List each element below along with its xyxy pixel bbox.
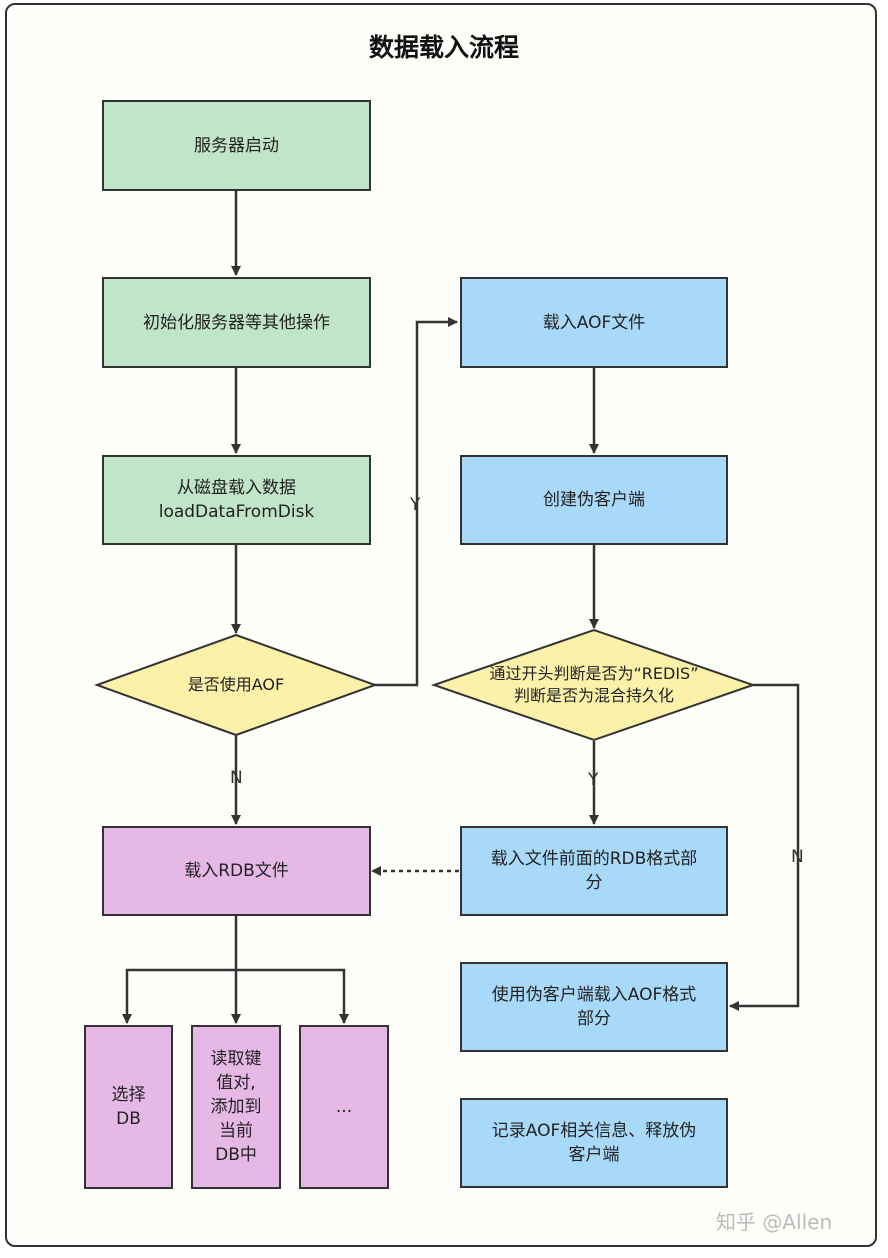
read-kv-label-5: DB中 [215, 1145, 257, 1165]
read-kv-label-4: 当前 [219, 1121, 253, 1141]
load-aof-part-label-1: 使用伪客户端载入AOF格式 [491, 985, 697, 1005]
edge-label-redis-no: N [791, 847, 804, 867]
select-db-label-2: DB [116, 1109, 141, 1129]
ellipsis-label: ... [335, 1097, 353, 1117]
load-rdb-part-label-1: 载入文件前面的RDB格式部 [490, 849, 698, 869]
create-fake-client-label: 创建伪客户端 [543, 490, 645, 510]
ellipsis-node: ... [299, 1025, 389, 1189]
load-from-disk-label-2: loadDataFromDisk [158, 502, 315, 522]
load-aof-label: 载入AOF文件 [542, 312, 646, 333]
load-aof-part-node: 使用伪客户端载入AOF格式 部分 [460, 962, 728, 1052]
record-info-node: 记录AOF相关信息、释放伪 客户端 [460, 1098, 728, 1188]
load-aof-part-label-2: 部分 [577, 1009, 611, 1029]
read-kv-label-1: 读取键 [210, 1049, 262, 1069]
load-rdb-label: 载入RDB文件 [184, 861, 289, 881]
init-server-label: 初始化服务器等其他操作 [143, 312, 330, 333]
diagram-title: 数据载入流程 [368, 33, 519, 62]
select-db-label-1: 选择 [111, 1085, 146, 1105]
read-kv-label-2: 值对, [216, 1073, 256, 1093]
edge-check-no [729, 683, 800, 1011]
watermark: 知乎 @Allen [716, 1210, 833, 1234]
edge-rdb-to-ellipsis [236, 968, 349, 1024]
record-info-label-1: 记录AOF相关信息、释放伪 [491, 1121, 697, 1141]
check-redis-label-1: 通过开头判断是否为“REDIS” [489, 664, 699, 683]
read-kv-label-3: 添加到 [210, 1097, 262, 1117]
read-kv-node: 读取键 值对, 添加到 当前 DB中 [191, 1025, 281, 1189]
create-fake-client-node: 创建伪客户端 [460, 455, 728, 545]
record-info-label-2: 客户端 [568, 1145, 620, 1165]
load-from-disk-node: 从磁盘载入数据 loadDataFromDisk [102, 455, 371, 545]
edge-rdb-to-select [122, 968, 236, 1024]
select-db-node: 选择 DB [84, 1025, 173, 1189]
server-start-node: 服务器启动 [102, 100, 371, 191]
load-aof-node: 载入AOF文件 [460, 277, 728, 368]
edge-label-redis-yes: Y [588, 770, 599, 790]
use-aof-label: 是否使用AOF [187, 675, 285, 694]
load-rdb-part-label-2: 分 [585, 873, 603, 893]
load-rdb-node: 载入RDB文件 [102, 826, 371, 916]
init-server-node: 初始化服务器等其他操作 [102, 277, 371, 368]
check-redis-label-2: 判断是否为混合持久化 [513, 686, 674, 705]
server-start-label: 服务器启动 [194, 135, 279, 156]
load-rdb-part-node: 载入文件前面的RDB格式部 分 [460, 826, 728, 916]
edge-label-use-aof-no: N [230, 768, 243, 788]
edge-use-aof-yes [375, 317, 458, 687]
load-from-disk-label-1: 从磁盘载入数据 [177, 478, 296, 498]
check-redis-label: 通过开头判断是否为“REDIS” 判断是否为混合持久化 [444, 663, 744, 707]
edge-label-use-aof-yes: Y [410, 495, 421, 515]
